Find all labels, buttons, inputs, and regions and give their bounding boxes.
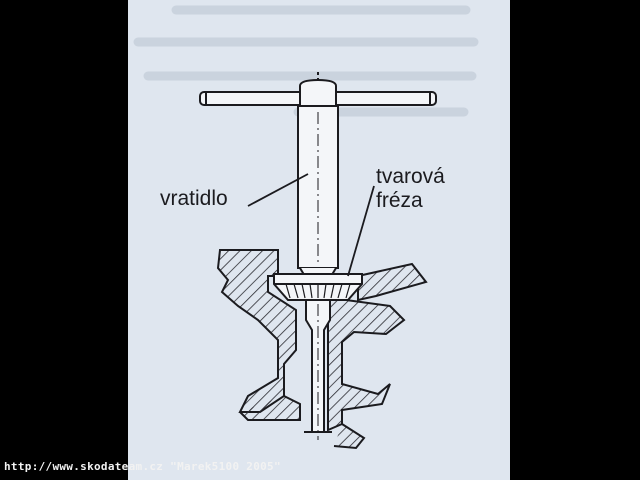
leader-lines [247, 173, 375, 277]
cylinder-head-left [216, 249, 301, 421]
pilot-stem [304, 299, 332, 440]
label-cutter-line2: fréza [376, 189, 423, 212]
cutter-tool-drawing [133, 5, 479, 450]
shaft [297, 105, 339, 279]
t-handle [199, 72, 437, 109]
scanned-page: vratidlo tvarová fréza [128, 0, 510, 480]
label-handle: vratidlo [160, 187, 228, 210]
cylinder-head-right [327, 262, 428, 450]
form-cutter [273, 273, 363, 301]
watermark-url: http://www.skodateam.cz "Marek5100 2005" [4, 460, 281, 473]
label-cutter-line1: tvarová [376, 165, 445, 188]
